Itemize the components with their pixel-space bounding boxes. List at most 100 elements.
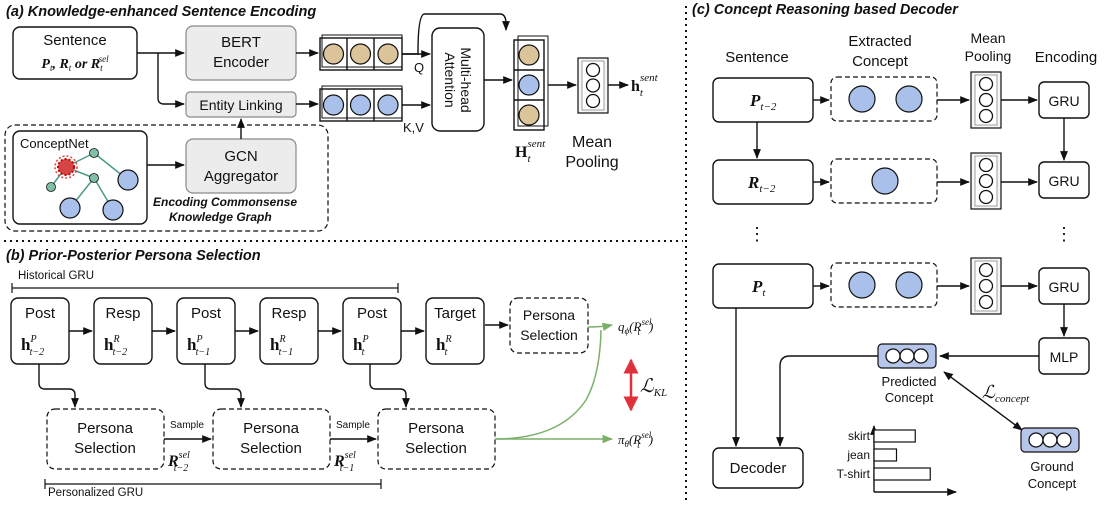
bert-label-2: Encoder — [213, 54, 269, 71]
arrow-post2-persona — [204, 364, 245, 408]
mean-pooling-label-2: Pooling — [565, 154, 618, 171]
ground-concept-vector — [1020, 427, 1080, 453]
chain-title-6: Target — [434, 305, 477, 322]
section-title-a: (a) Knowledge-enhanced Sentence Encoding — [6, 4, 316, 20]
bert-label-1: BERT — [221, 34, 261, 51]
ground-label-2: Concept — [1028, 476, 1077, 491]
attention-label-1: Multi-head — [458, 47, 474, 112]
section-title-b: (b) Prior-Posterior Persona Selection — [6, 248, 261, 264]
persona-selection-box-1 — [46, 408, 165, 470]
col-pool-label-2: Pooling — [965, 48, 1012, 64]
h-out-label: htsent — [631, 72, 659, 99]
row2-gru-label: GRU — [1048, 173, 1079, 189]
chain-box-6 — [425, 297, 485, 365]
mean-pooling-icon — [577, 57, 609, 114]
persona-selection-box-3 — [377, 408, 496, 470]
mlp-label: MLP — [1050, 349, 1079, 365]
persona-2-line1: Persona — [243, 420, 300, 437]
arrow-green-up — [494, 329, 602, 440]
arrow-green-q — [587, 322, 614, 331]
sentence-math: Pt, Rt or Rtsel — [41, 54, 109, 73]
sample-label-2: Sample — [336, 420, 370, 431]
chart-bar-1 — [873, 429, 916, 443]
persona-1-line1: Persona — [77, 420, 134, 437]
predicted-label-2: Concept — [885, 390, 934, 405]
section-title-c: (c) Concept Reasoning based Decoder — [692, 2, 959, 18]
decoder-label: Decoder — [730, 460, 787, 477]
persona-1-line2: Selection — [74, 440, 136, 457]
row2-gru-box — [1038, 161, 1090, 199]
chart-label-3: T-shirt — [837, 467, 871, 481]
chart-label-1: skirt — [848, 429, 871, 443]
row1-sentence-math: Pt−2 — [749, 91, 777, 113]
row1-gru-label: GRU — [1048, 93, 1079, 109]
chain-title-2: Resp — [105, 305, 140, 322]
row1-sentence-box — [712, 77, 814, 123]
entity-linking-label: Entity Linking — [199, 97, 282, 113]
row3-pooling-icon — [970, 257, 1002, 315]
q-label: Q — [414, 60, 424, 75]
chain-title-3: Post — [191, 305, 222, 322]
row3-concept-node-2 — [895, 271, 923, 299]
entity-token-vectors — [319, 85, 403, 122]
predicted-label-1: Predicted — [882, 374, 937, 389]
gcn-label-1: GCN — [224, 148, 257, 165]
arrow-post1-persona — [38, 364, 79, 408]
chain-title-5: Post — [357, 305, 388, 322]
persona-top-line2: Selection — [520, 327, 578, 343]
col-sentence-label: Sentence — [725, 49, 788, 66]
historical-gru-label: Historical GRU — [18, 270, 94, 282]
chart-bar-2 — [873, 448, 898, 462]
row2-pooling-icon — [970, 152, 1002, 210]
row2-sentence-math: Rt−2 — [747, 173, 776, 195]
chain-title-1: Post — [25, 305, 56, 322]
decoder-box — [712, 447, 804, 489]
mean-pooling-label-1: Mean — [572, 134, 612, 151]
arrow-residual — [402, 13, 510, 55]
row1-pooling-icon — [970, 71, 1002, 129]
arrow-post3-persona — [369, 364, 410, 408]
row3-concept-node-1 — [848, 271, 876, 299]
l-concept-label: ℒconcept — [982, 382, 1030, 405]
attention-label-2: Attention — [442, 52, 458, 107]
col-pool-label-1: Mean — [970, 30, 1005, 46]
chain-title-4: Resp — [271, 305, 306, 322]
ground-label-1: Ground — [1030, 459, 1073, 474]
persona-selection-box-2 — [212, 408, 331, 470]
arrow-sentence-entity — [157, 53, 185, 108]
persona-top-line1: Persona — [523, 307, 575, 323]
persona-selection-box-top — [509, 297, 589, 354]
gcn-label-2: Aggregator — [204, 168, 278, 185]
col-encoding-label: Encoding — [1035, 49, 1098, 66]
l-kl-label: ℒKL — [640, 376, 667, 399]
row2-concept-node-1 — [871, 167, 899, 195]
row2-sentence-box — [712, 159, 814, 205]
concept-loss-arrow — [943, 371, 1023, 431]
persona-2-line2: Selection — [240, 440, 302, 457]
kv-label: K,V — [403, 120, 424, 135]
row1-concept-node-1 — [848, 85, 876, 113]
arrow-predicted-decoder — [776, 355, 878, 447]
panel-a: Sentence Pt, Rt or Rtsel BERT Encoder En… — [4, 13, 659, 232]
col-concept-label-2: Concept — [852, 53, 909, 70]
panel-c: Sentence Extracted Concept Mean Pooling … — [712, 30, 1098, 496]
kg-label-1: Encoding Commonsense — [153, 195, 297, 209]
vertical-dots-right: ⋮ — [1055, 224, 1073, 244]
col-concept-label-1: Extracted — [848, 33, 911, 50]
bert-token-vectors — [319, 34, 403, 71]
sample-label-1: Sample — [170, 420, 204, 431]
kg-label-2: Knowledge Graph — [169, 210, 272, 224]
